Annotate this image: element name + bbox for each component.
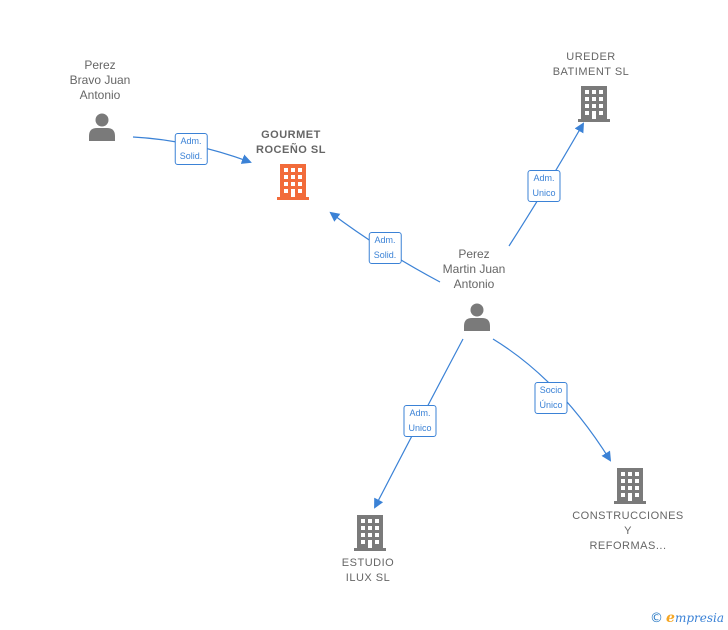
edge-label-line: Solid. [373,250,397,260]
edge-label-martin-ureder[interactable]: Adm. Unico [527,170,561,202]
node-label-line: GOURMET [261,129,321,141]
edge-label-martin-construcciones[interactable]: Socio Único [534,382,568,414]
node-label-line: Perez [84,58,116,72]
edge-label-line: Adm. [533,173,555,183]
node-label-line: Antonio [79,88,121,102]
node-label-line: Martin Juan [442,262,506,276]
building-icon[interactable] [578,86,610,122]
edge-label-martin-gourmet[interactable]: Adm. Solid. [368,232,402,264]
edge-label-line: Adm. [409,408,431,418]
node-label-line: ILUX SL [345,572,391,584]
edge-label-line: Adm. [180,136,202,146]
node-label-line: Y [624,525,632,537]
edge-label-line: Unico [532,188,556,198]
edge-label-line: Adm. [374,235,396,245]
person-icon[interactable] [462,302,492,332]
node-label-line: Bravo Juan [69,73,131,87]
node-label-estudio[interactable]: ESTUDIO ILUX SL [342,556,394,586]
node-label-line: CONSTRUCCIONES [572,510,684,522]
node-label-line: REFORMAS... [589,540,667,552]
node-label-ureder[interactable]: UREDER BATIMENT SL [553,50,630,80]
brand-name: mpresia [674,611,724,625]
building-icon[interactable] [614,468,646,504]
edge-label-line: Socio [539,385,563,395]
node-label-line: Perez [458,247,490,261]
edge-label-line: Solid. [179,151,203,161]
edge-label-line: Único [539,400,563,410]
node-label-line: Antonio [453,277,495,291]
edge-label-bravo-gourmet[interactable]: Adm. Solid. [174,133,208,165]
node-label-line: BATIMENT SL [552,66,630,78]
building-icon[interactable] [277,164,309,200]
copyright-icon: © [650,611,664,626]
node-label-line: UREDER [566,51,616,63]
node-label-perez-bravo[interactable]: Perez Bravo Juan Antonio [70,58,131,103]
empresia-watermark: ©empresia [650,610,724,626]
brand-e: e [666,610,675,626]
node-label-construcciones[interactable]: CONSTRUCCIONES Y REFORMAS... [572,509,684,554]
node-label-gourmet[interactable]: GOURMET ROCEÑO SL [256,128,326,158]
edge-label-line: Unico [408,423,432,433]
node-label-perez-martin[interactable]: Perez Martin Juan Antonio [443,247,506,292]
edge-label-martin-estudio[interactable]: Adm. Unico [403,405,437,437]
person-icon[interactable] [87,112,117,142]
building-icon[interactable] [354,515,386,551]
node-label-line: ESTUDIO [341,557,395,569]
node-label-line: ROCEÑO SL [256,144,326,156]
